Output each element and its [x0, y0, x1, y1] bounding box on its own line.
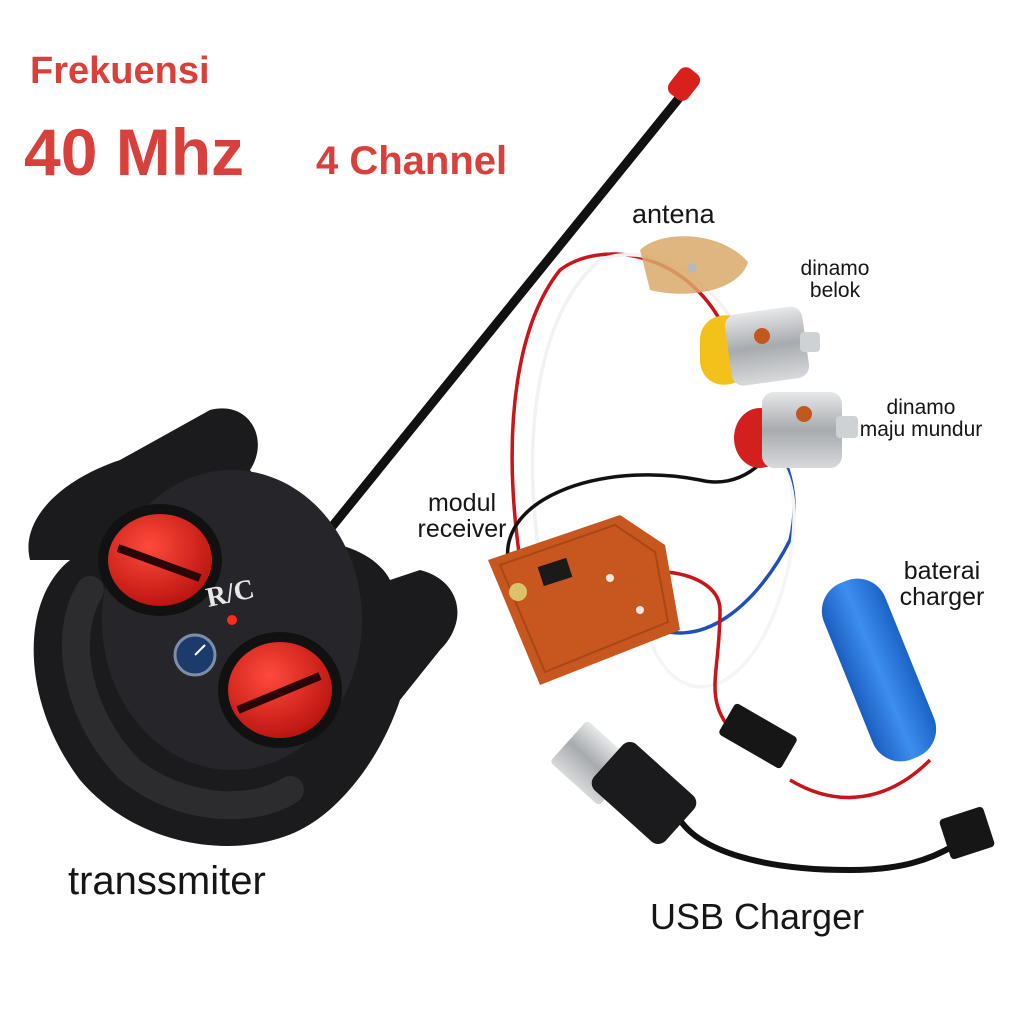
power-led: [227, 615, 237, 625]
frequency-label: Frekuensi: [30, 50, 210, 92]
transmitter-label: transsmiter: [68, 859, 266, 903]
drive-motor-label: dinamo maju mundur: [846, 396, 996, 442]
drive-motor: [734, 392, 858, 468]
battery: [821, 578, 937, 762]
frequency-value: 40 Mhz: [24, 115, 245, 189]
drive-motor-label-line1: dinamo: [886, 396, 956, 419]
usb-cable-connector: [939, 806, 995, 860]
battery-label: baterai charger: [882, 558, 1002, 611]
steering-motor: [700, 306, 820, 386]
steering-motor-label: dinamo belok: [770, 257, 900, 303]
steering-motor-label-line1: dinamo: [800, 257, 870, 280]
transmitter: R/C: [28, 408, 458, 846]
antenna-wire: [640, 236, 748, 294]
steering-motor-label-line2: belok: [809, 279, 861, 303]
receiver-board: [488, 515, 680, 685]
battery-label-line2: charger: [899, 583, 985, 612]
receiver-label: modul receiver: [402, 490, 522, 543]
channel-count: 4 Channel: [316, 139, 508, 183]
transmitter-antenna: [300, 67, 701, 565]
antenna-label: antena: [632, 199, 715, 229]
usb-plug: [551, 721, 697, 845]
battery-label-line1: baterai: [903, 557, 981, 585]
drive-motor-label-line2: maju mundur: [859, 418, 983, 442]
battery-connector: [719, 703, 797, 769]
receiver-label-line2: receiver: [417, 515, 507, 544]
receiver-label-line1: modul: [427, 489, 497, 517]
usb-charger-label: USB Charger: [650, 896, 865, 937]
